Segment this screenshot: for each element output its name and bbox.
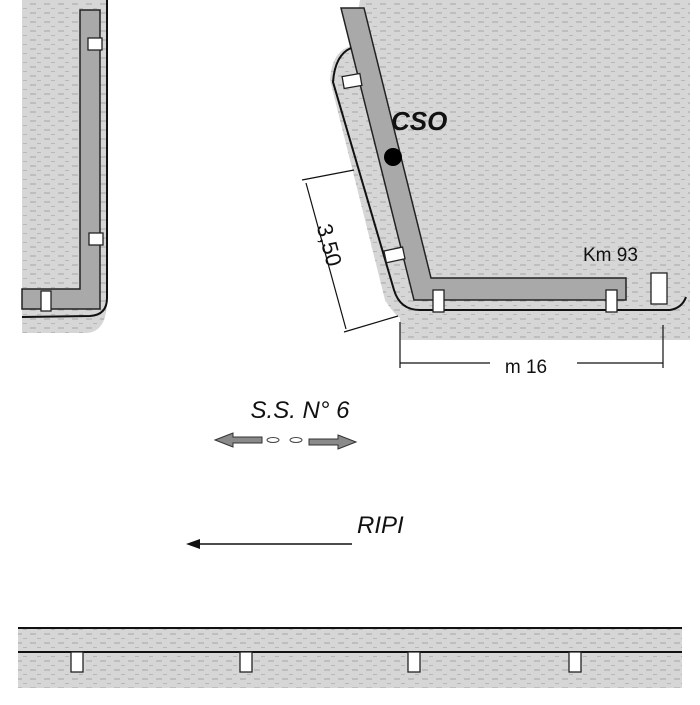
top-right-sidewalk-strip: [340, 7, 627, 301]
km-marker-post: [650, 272, 668, 305]
width-dimension: [301, 169, 399, 333]
length-dimension-label: m 16: [505, 357, 547, 378]
top-left-post: [40, 290, 52, 312]
bottom-post: [70, 651, 84, 673]
direction-arrow-icon: [186, 539, 352, 549]
two-way-traffic-icon: [213, 432, 358, 450]
bottom-post: [568, 651, 582, 673]
top-left-block: [21, 0, 108, 333]
top-right-block: [330, 0, 690, 340]
bottom-sidewalk: [18, 627, 682, 688]
top-left-post: [87, 37, 103, 51]
right-arrow-icon: [308, 434, 358, 450]
top-right-curb-line: [331, 47, 687, 311]
bottom-post: [407, 651, 421, 673]
km-marker-label: Km 93: [583, 245, 638, 266]
top-right-post: [341, 72, 363, 90]
top-right-post: [605, 289, 618, 313]
site-label: CSO: [391, 106, 447, 136]
left-arrow-icon: [213, 432, 263, 448]
cso-site-marker: [384, 148, 402, 166]
road-label: S.S. N° 6: [251, 397, 351, 424]
top-left-post: [88, 232, 104, 246]
top-left-curb-line: [21, 0, 108, 318]
length-dimension: [399, 322, 664, 368]
top-right-post: [383, 246, 406, 264]
direction-label: RIPI: [357, 512, 404, 539]
top-right-post: [432, 289, 445, 313]
width-dimension-label: 3,50: [312, 221, 347, 269]
top-left-sidewalk-strip: [21, 9, 101, 310]
bottom-post: [239, 651, 253, 673]
